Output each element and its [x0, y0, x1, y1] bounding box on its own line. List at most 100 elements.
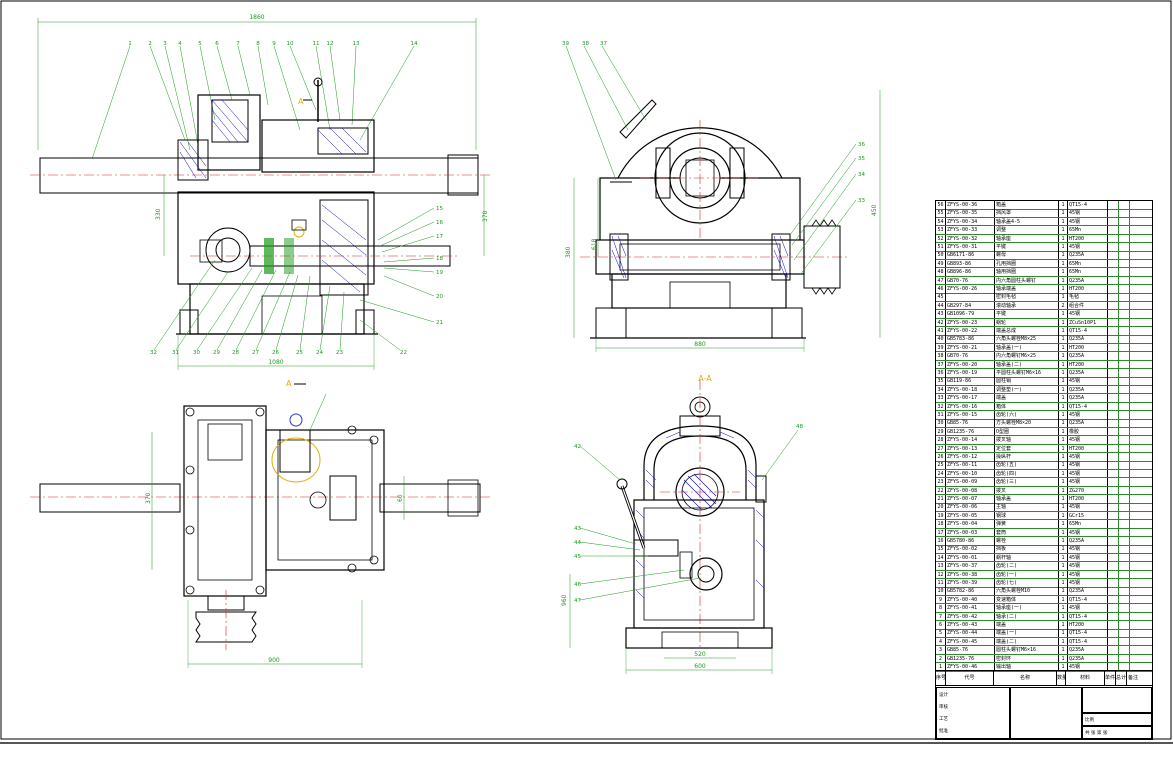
- bom-cell-blank: [1108, 654, 1119, 663]
- balloon-24: 24: [316, 350, 323, 356]
- bom-cell-blank: [1108, 419, 1119, 427]
- bom-col-note: 备注: [1127, 675, 1138, 681]
- bom-cell-code: GB1096-79: [946, 310, 995, 318]
- bom-cell-qty: 1: [1059, 478, 1068, 486]
- bom-cell-code: ZFYS-00-07: [946, 495, 995, 503]
- bom-cell-blank: [1119, 369, 1130, 377]
- balloon-10: 10: [287, 41, 294, 47]
- balloon-19: 19: [436, 270, 443, 276]
- bom-cell-blank: [1108, 663, 1119, 671]
- bom-cell-code: ZFYS-00-22: [946, 327, 995, 335]
- bom-cell-blank: [1108, 478, 1119, 486]
- dim-side-lower: 380: [565, 246, 572, 258]
- bom-cell-name: 圆柱销: [995, 377, 1059, 385]
- balloon-46: 46: [574, 582, 581, 588]
- bom-cell-mat: QT15-4: [1068, 637, 1108, 646]
- bom-cell-name: 端盖: [995, 394, 1059, 402]
- bom-cell-mat: Q235A: [1068, 654, 1108, 663]
- bom-cell-no: 45: [936, 293, 946, 301]
- bom-cell-no: 28: [936, 436, 946, 444]
- bom-cell-no: 3: [936, 646, 946, 654]
- dim-aa-left: 520: [694, 651, 706, 658]
- bom-cell-blank: [1119, 201, 1130, 209]
- balloon-5: 5: [198, 41, 202, 47]
- balloon-35: 35: [858, 156, 865, 162]
- bom-cell-mat: HT200: [1068, 285, 1108, 293]
- bom-cell-name: 端盖: [995, 621, 1059, 629]
- bom-col-code: 代号: [946, 671, 994, 685]
- bom-cell-no: 44: [936, 301, 946, 310]
- bom-cell-blank: [1130, 394, 1142, 402]
- bom-cell-blank: [1119, 545, 1130, 553]
- bom-cell-blank: [1130, 369, 1142, 377]
- bom-cell-blank: [1119, 335, 1130, 343]
- bom-cell-blank: [1130, 503, 1142, 511]
- bom-cell-mat: QT15-4: [1068, 629, 1108, 637]
- bom-cell-name: 螺栓: [995, 537, 1059, 545]
- bom-cell-qty: 1: [1059, 587, 1068, 595]
- bom-cell-qty: 1: [1059, 629, 1068, 637]
- bom-cell-blank: [1108, 251, 1119, 259]
- bom-cell-no: 52: [936, 234, 946, 243]
- tb-sheet: 共 张 第 张: [1085, 731, 1108, 736]
- bom-cell-mat: 65Mn: [1068, 259, 1108, 268]
- bom-cell-code: GB297-84: [946, 301, 995, 310]
- balloon-23: 23: [336, 350, 343, 356]
- bom-cell-code: ZFYS-00-26: [946, 285, 995, 293]
- bom-cell-blank: [1130, 596, 1142, 604]
- bom-cell-blank: [1119, 377, 1130, 385]
- bom-cell-no: 16: [936, 537, 946, 545]
- bom-cell-code: [946, 293, 995, 301]
- bom-cell-blank: [1130, 251, 1142, 259]
- bom-cell-qty: 1: [1059, 595, 1068, 604]
- bom-cell-qty: 1: [1059, 663, 1068, 671]
- balloon-22: 22: [400, 350, 407, 356]
- bom-cell-blank: [1130, 310, 1142, 318]
- bom-cell-blank: [1130, 613, 1142, 621]
- bom-cell-blank: [1119, 217, 1130, 226]
- title-block-scale: 比例: [1082, 713, 1152, 726]
- bom-cell-no: 34: [936, 385, 946, 394]
- bom-cell-blank: [1119, 251, 1130, 259]
- bom-cell-qty: 1: [1059, 259, 1068, 268]
- bom-cell-blank: [1119, 327, 1130, 335]
- bom-cell-qty: 1: [1059, 537, 1068, 545]
- balloon-6: 6: [215, 41, 219, 47]
- bom-cell-no: 39: [936, 343, 946, 352]
- bom-cell-code: ZFYS-00-45: [946, 637, 995, 646]
- bom-cell-blank: [1119, 444, 1130, 453]
- bom-cell-qty: 1: [1059, 612, 1068, 621]
- bom-cell-name: 齿轮(七): [995, 579, 1059, 587]
- bom-cell-no: 9: [936, 595, 946, 604]
- bom-cell-code: ZFYS-00-04: [946, 520, 995, 528]
- bom-cell-blank: [1108, 612, 1119, 621]
- bom-cell-blank: [1119, 293, 1130, 301]
- dim-base-width: 1080: [268, 359, 283, 366]
- balloon-36: 36: [858, 142, 865, 148]
- bom-cell-blank: [1130, 436, 1142, 444]
- bom-cell-blank: [1108, 621, 1119, 629]
- bom-cell-code: GB893-86: [946, 259, 995, 268]
- balloon-43: 43: [574, 526, 581, 532]
- bom-cell-name: 方头螺栓M8×20: [995, 419, 1059, 427]
- bom-cell-no: 25: [936, 461, 946, 469]
- drawing-border: [0, 0, 1172, 740]
- bom-cell-blank: [1108, 646, 1119, 654]
- bom-cell-name: 调整垫(一): [995, 385, 1059, 394]
- dim-side-height: 450: [871, 204, 878, 216]
- bom-cell-qty: 1: [1059, 234, 1068, 243]
- bom-cell-name: 轴承端盖: [995, 285, 1059, 293]
- balloon-15: 15: [436, 206, 443, 212]
